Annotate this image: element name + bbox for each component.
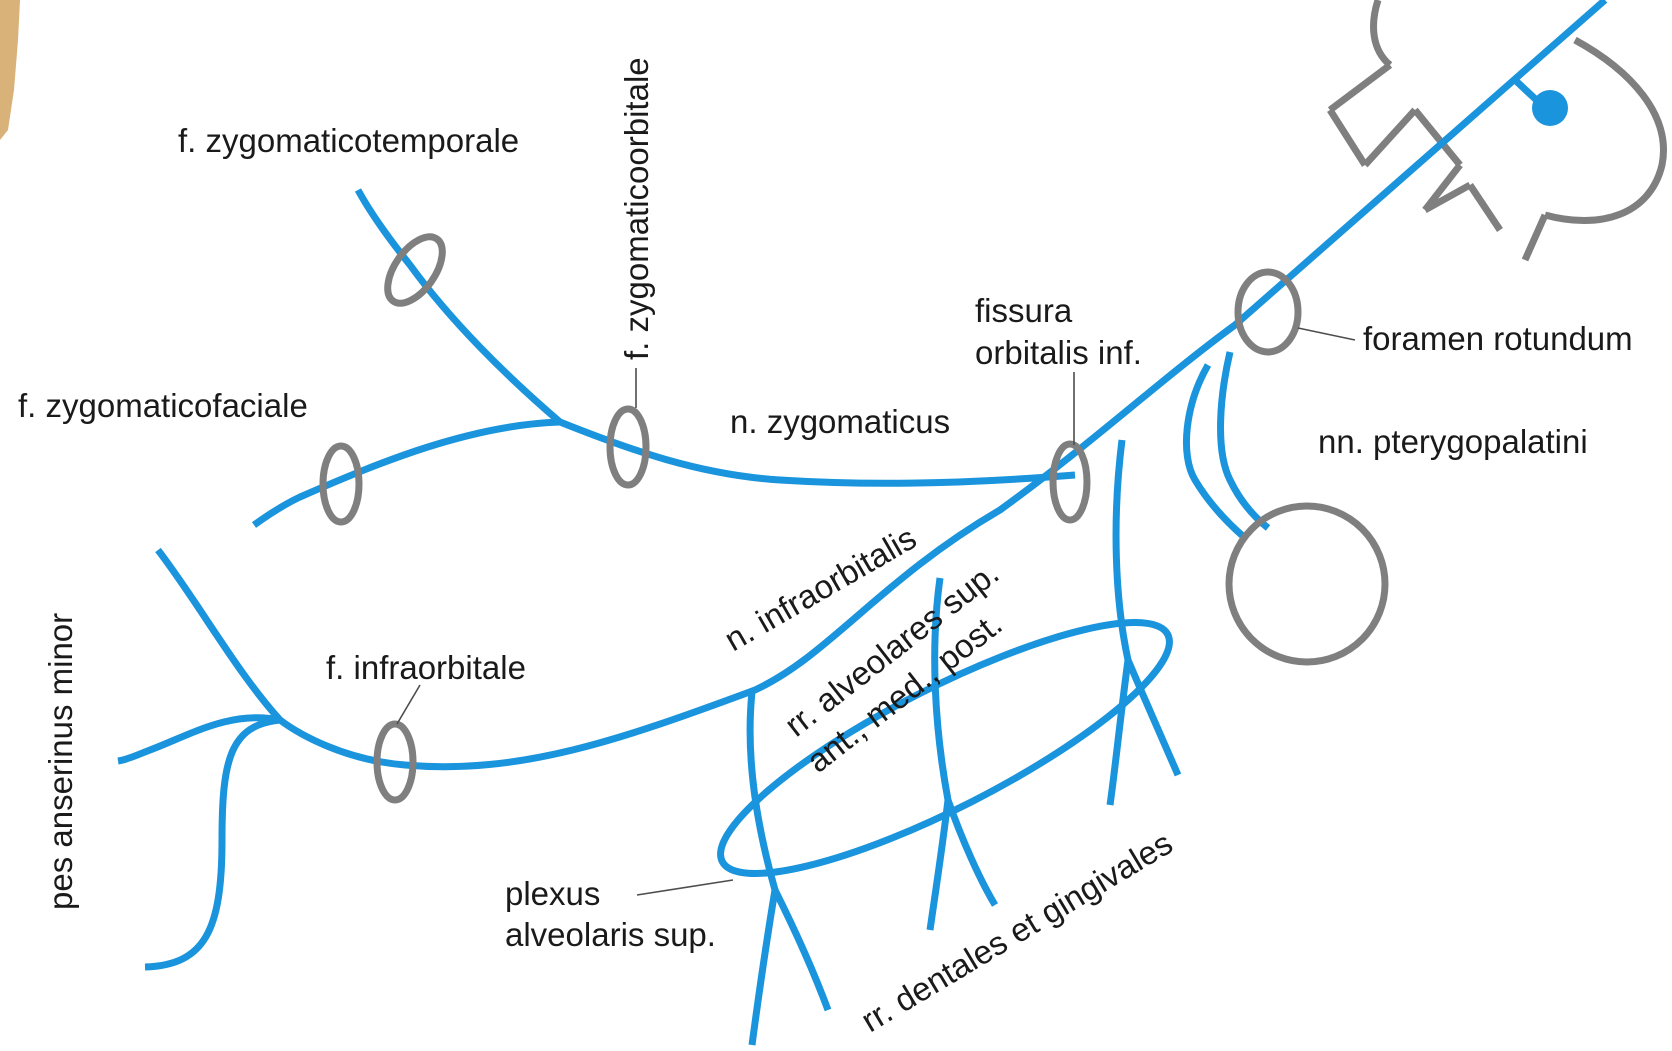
nn-pterygopalatini-2	[1217, 351, 1271, 531]
foramina	[319, 233, 1389, 804]
cropped-illustration-fragment	[0, 0, 20, 140]
nerve-origin-dot	[1532, 90, 1568, 126]
nn-pterygopalatini-1	[1183, 363, 1248, 541]
label-plexus-line1: plexus	[505, 875, 600, 912]
label-zygomaticofaciale: f. zygomaticofaciale	[18, 387, 308, 424]
foramen-zygomaticotemporale	[384, 233, 446, 307]
plexus-alveolaris-sup	[717, 619, 1173, 877]
foramen-zygomaticofaciale	[319, 442, 363, 526]
label-f-infraorbitale: f. infraorbitale	[326, 649, 526, 686]
label-pes-anserinus-minor: pes anserinus minor	[42, 613, 79, 910]
pes-anserinus-middle	[117, 714, 281, 765]
skull-base-outline	[1327, 0, 1667, 262]
label-foramen-rotundum: foramen rotundum	[1363, 320, 1633, 357]
label-nn-pterygopalatini: nn. pterygopalatini	[1318, 423, 1588, 460]
leader-lines	[396, 327, 1356, 896]
labels: f. zygomaticotemporale f. zygomaticoorbi…	[18, 57, 1633, 1039]
ganglion-pterygopalatinum	[1225, 502, 1389, 666]
rr-alveolares-ant	[746, 691, 779, 891]
foramen-infraorbitale	[373, 720, 417, 804]
label-n-zygomaticus: n. zygomaticus	[730, 403, 950, 440]
label-zygomaticoorbitale: f. zygomaticoorbitale	[618, 57, 655, 360]
label-plexus-line2: alveolaris sup.	[505, 916, 716, 953]
label-fissura-line2: orbitalis inf.	[975, 334, 1142, 371]
n-maxillaris-trunk	[277, 0, 1608, 771]
n-zygomaticus	[558, 418, 1076, 487]
foramen-zygomaticoorbitale	[606, 405, 650, 489]
rr-dentales-med-2	[944, 798, 999, 907]
label-zygomaticotemporale: f. zygomaticotemporale	[178, 122, 519, 159]
leader-infraorbitale	[396, 684, 421, 725]
r-zygomaticofacialis	[251, 418, 561, 528]
rr-alveolares-med	[931, 577, 952, 801]
fissura-orbitalis-inferior	[1049, 440, 1091, 524]
foramen-rotundum	[1234, 268, 1302, 356]
r-zygomaticotemporalis	[354, 188, 563, 425]
label-rr-dentales: rr. dentales et gingivales	[855, 824, 1179, 1039]
pes-anserinus-lower	[144, 716, 281, 971]
rr-dentales-ant-2	[771, 888, 832, 1012]
rr-dentales-ant-1	[748, 889, 779, 1046]
rr-dentales-post-1	[1106, 659, 1132, 806]
leader-foramen-rotundum	[1297, 327, 1356, 341]
pes-anserinus-upper	[155, 547, 283, 723]
label-fissura-line1: fissura	[975, 292, 1073, 329]
leader-plexus	[636, 879, 734, 896]
rr-alveolares-post	[1112, 439, 1132, 661]
nerve-branches	[117, 0, 1608, 1046]
rr-dentales-post-2	[1124, 658, 1182, 777]
